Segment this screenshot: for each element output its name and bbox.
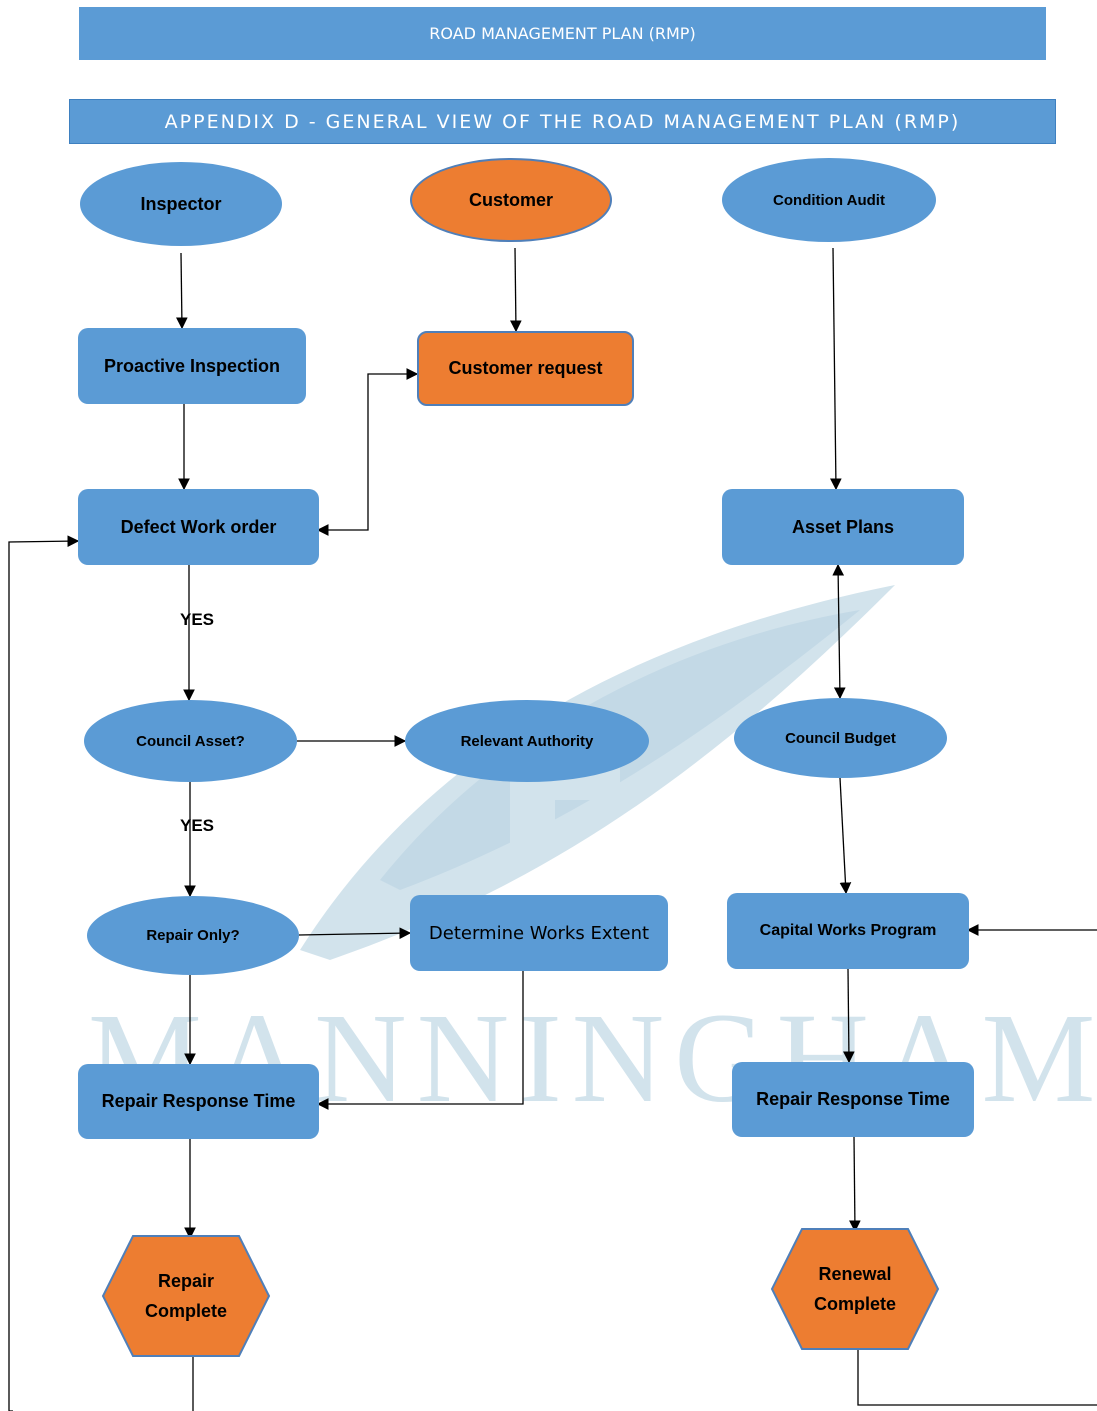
node-label: Determine Works Extent [428,922,650,944]
node-label: Repair [157,1271,215,1291]
edge-label-yes: YES [180,610,215,629]
node-repair-response-time-right: Repair Response Time [732,1062,974,1137]
node-customer: Customer [410,158,612,242]
node-repair-only: Repair Only? [87,896,299,975]
node-determine-works-extent: Determine Works Extent [410,895,668,971]
node-label: Capital Works Program [759,922,937,939]
node-label: Condition Audit [773,191,885,209]
page-banner-title: ROAD MANAGEMENT PLAN (RMP) [79,7,1046,60]
node-label: Repair Only? [146,927,240,944]
node-label: Customer [468,189,553,210]
node-proactive-inspection: Proactive Inspection [78,328,306,404]
node-customer-request: Customer request [417,331,634,406]
node-council-budget: Council Budget [734,698,947,778]
node-label: Inspector [140,193,222,214]
node-label: Defect Work order [120,516,277,537]
node-label: Repair Response Time [756,1089,950,1109]
edge-label-yes: YES [180,816,215,835]
node-renewal-complete: Renewal Complete [770,1227,940,1351]
node-label: Customer request [448,358,603,378]
node-repair-complete: Repair Complete [101,1234,271,1358]
node-label: Complete [813,1294,896,1314]
node-defect-work-order: Defect Work order [78,489,319,565]
node-label: Complete [144,1301,227,1321]
node-label: Council Asset? [136,732,245,750]
node-label: Council Budget [785,729,896,747]
node-asset-plans: Asset Plans [722,489,964,565]
node-label: Relevant Authority [460,732,594,750]
node-label: Proactive Inspection [103,355,281,376]
appendix-title: APPENDIX D - GENERAL VIEW OF THE ROAD MA… [69,99,1056,144]
node-capital-works-program: Capital Works Program [727,893,969,969]
node-repair-response-time-left: Repair Response Time [78,1064,319,1139]
node-inspector: Inspector [80,162,282,246]
node-condition-audit: Condition Audit [722,158,936,242]
node-label: Renewal [818,1264,892,1284]
node-label: Asset Plans [791,516,895,537]
node-council-asset: Council Asset? [84,700,297,782]
hexagon-shape [770,1228,940,1350]
node-label: Repair Response Time [101,1091,296,1111]
hexagon-shape [101,1235,271,1357]
node-relevant-authority: Relevant Authority [405,700,649,782]
